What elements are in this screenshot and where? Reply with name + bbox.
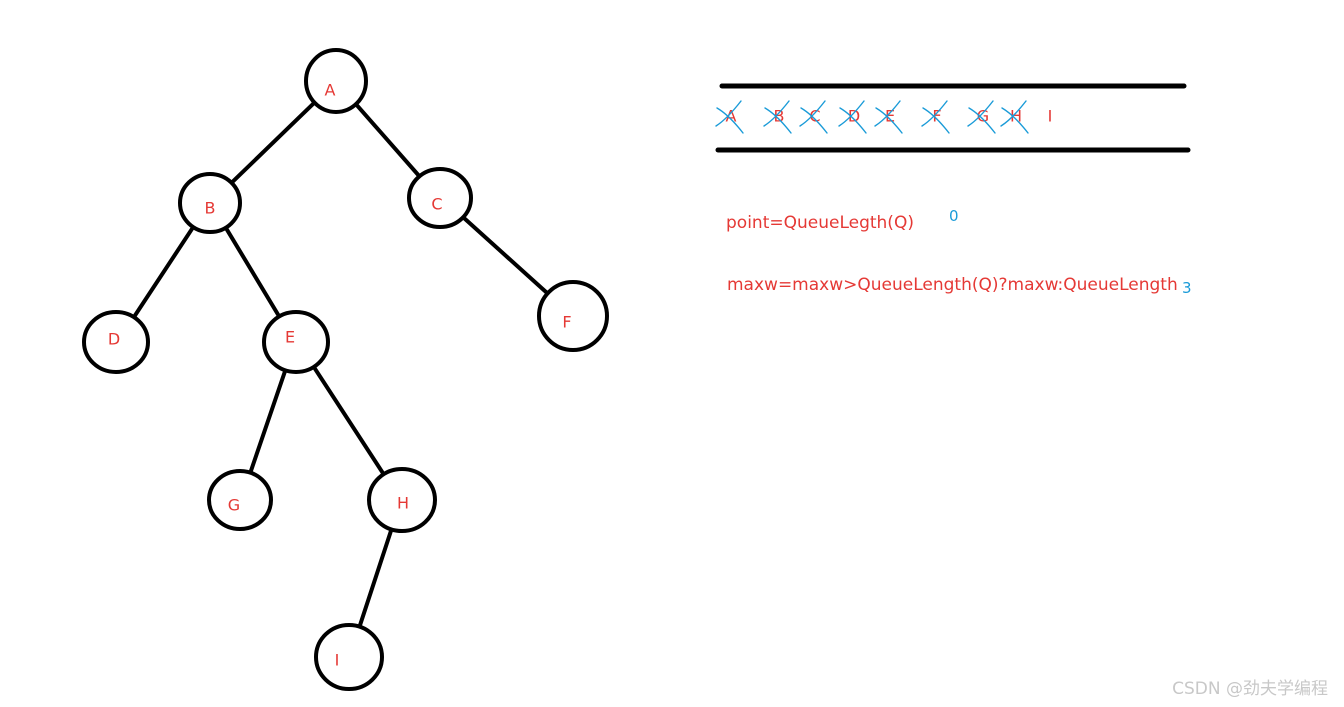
queue-item-label: I — [1048, 107, 1053, 126]
queue-item-label: H — [1010, 107, 1022, 126]
edge-a-c — [353, 101, 422, 179]
cross-out-mark — [967, 100, 996, 134]
node-label: A — [325, 81, 336, 100]
queue-item-f: F — [921, 100, 950, 134]
queue-item-label: C — [809, 107, 820, 126]
queue-item-b: B — [763, 100, 792, 134]
tree-node-e: E — [262, 310, 330, 374]
point-formula: point=QueueLegth(Q) — [726, 213, 914, 233]
queue-item-label: A — [726, 107, 737, 126]
node-circle — [367, 467, 437, 533]
cross-out-mark — [1000, 100, 1029, 134]
maxw-formula: maxw=maxw>QueueLength(Q)?maxw:QueueLengt… — [727, 275, 1178, 295]
node-circle — [178, 172, 242, 234]
maxw-value: 3 — [1182, 279, 1192, 297]
cross-out-mark — [874, 100, 903, 134]
queue-item-i: I — [1048, 107, 1053, 126]
edge-b-e — [223, 225, 282, 319]
cross-out-mark — [763, 100, 792, 134]
queue-items: A B C D E F G H I — [715, 100, 1053, 134]
node-circle — [537, 280, 609, 352]
queue-item-label: G — [977, 107, 989, 126]
node-label: C — [431, 195, 442, 214]
node-circle — [207, 469, 273, 531]
node-label: B — [205, 199, 216, 218]
cross-out-mark — [799, 100, 828, 134]
tree-node-c: C — [407, 167, 473, 229]
tree-node-g: G — [207, 469, 273, 531]
tree-node-a: A — [304, 48, 368, 114]
tree-node-i: I — [314, 623, 384, 691]
node-label: F — [562, 313, 571, 332]
tree-edges — [131, 100, 551, 630]
queue-item-c: C — [799, 100, 828, 134]
edge-h-i — [357, 526, 394, 630]
queue-item-label: B — [774, 107, 785, 126]
tree-node-d: D — [82, 310, 150, 374]
node-circle — [304, 48, 368, 114]
queue-item-e: E — [874, 100, 903, 134]
queue-item-a: A — [715, 100, 744, 134]
node-circle — [82, 310, 150, 374]
tree-nodes: A B C D E F G H I — [82, 48, 609, 691]
node-label: H — [397, 494, 409, 513]
tree-node-b: B — [178, 172, 242, 234]
node-label: E — [285, 328, 295, 347]
edge-b-d — [131, 224, 196, 320]
queue-item-h: H — [1000, 100, 1029, 134]
watermark: CSDN @劲夫学编程 — [1172, 679, 1328, 699]
node-label: I — [335, 651, 340, 670]
queue-item-d: D — [838, 100, 867, 134]
node-circle — [407, 167, 473, 229]
cross-out-mark — [838, 100, 867, 134]
cross-out-mark — [715, 100, 744, 134]
queue-item-g: G — [967, 100, 996, 134]
tree-node-f: F — [537, 280, 609, 352]
edge-c-f — [460, 214, 551, 296]
cross-out-mark — [921, 100, 950, 134]
queue-item-label: F — [932, 107, 941, 126]
edge-e-h — [311, 364, 386, 477]
queue: A B C D E F G H I — [715, 83, 1191, 153]
queue-item-label: D — [848, 107, 860, 126]
tree-node-h: H — [367, 467, 437, 533]
edge-a-b — [229, 100, 317, 186]
point-value: 0 — [949, 207, 959, 225]
node-label: D — [108, 330, 120, 349]
node-circle — [314, 623, 384, 691]
node-label: G — [228, 496, 240, 515]
edge-e-g — [248, 367, 288, 476]
queue-item-label: E — [885, 107, 895, 126]
node-circle — [262, 310, 330, 374]
